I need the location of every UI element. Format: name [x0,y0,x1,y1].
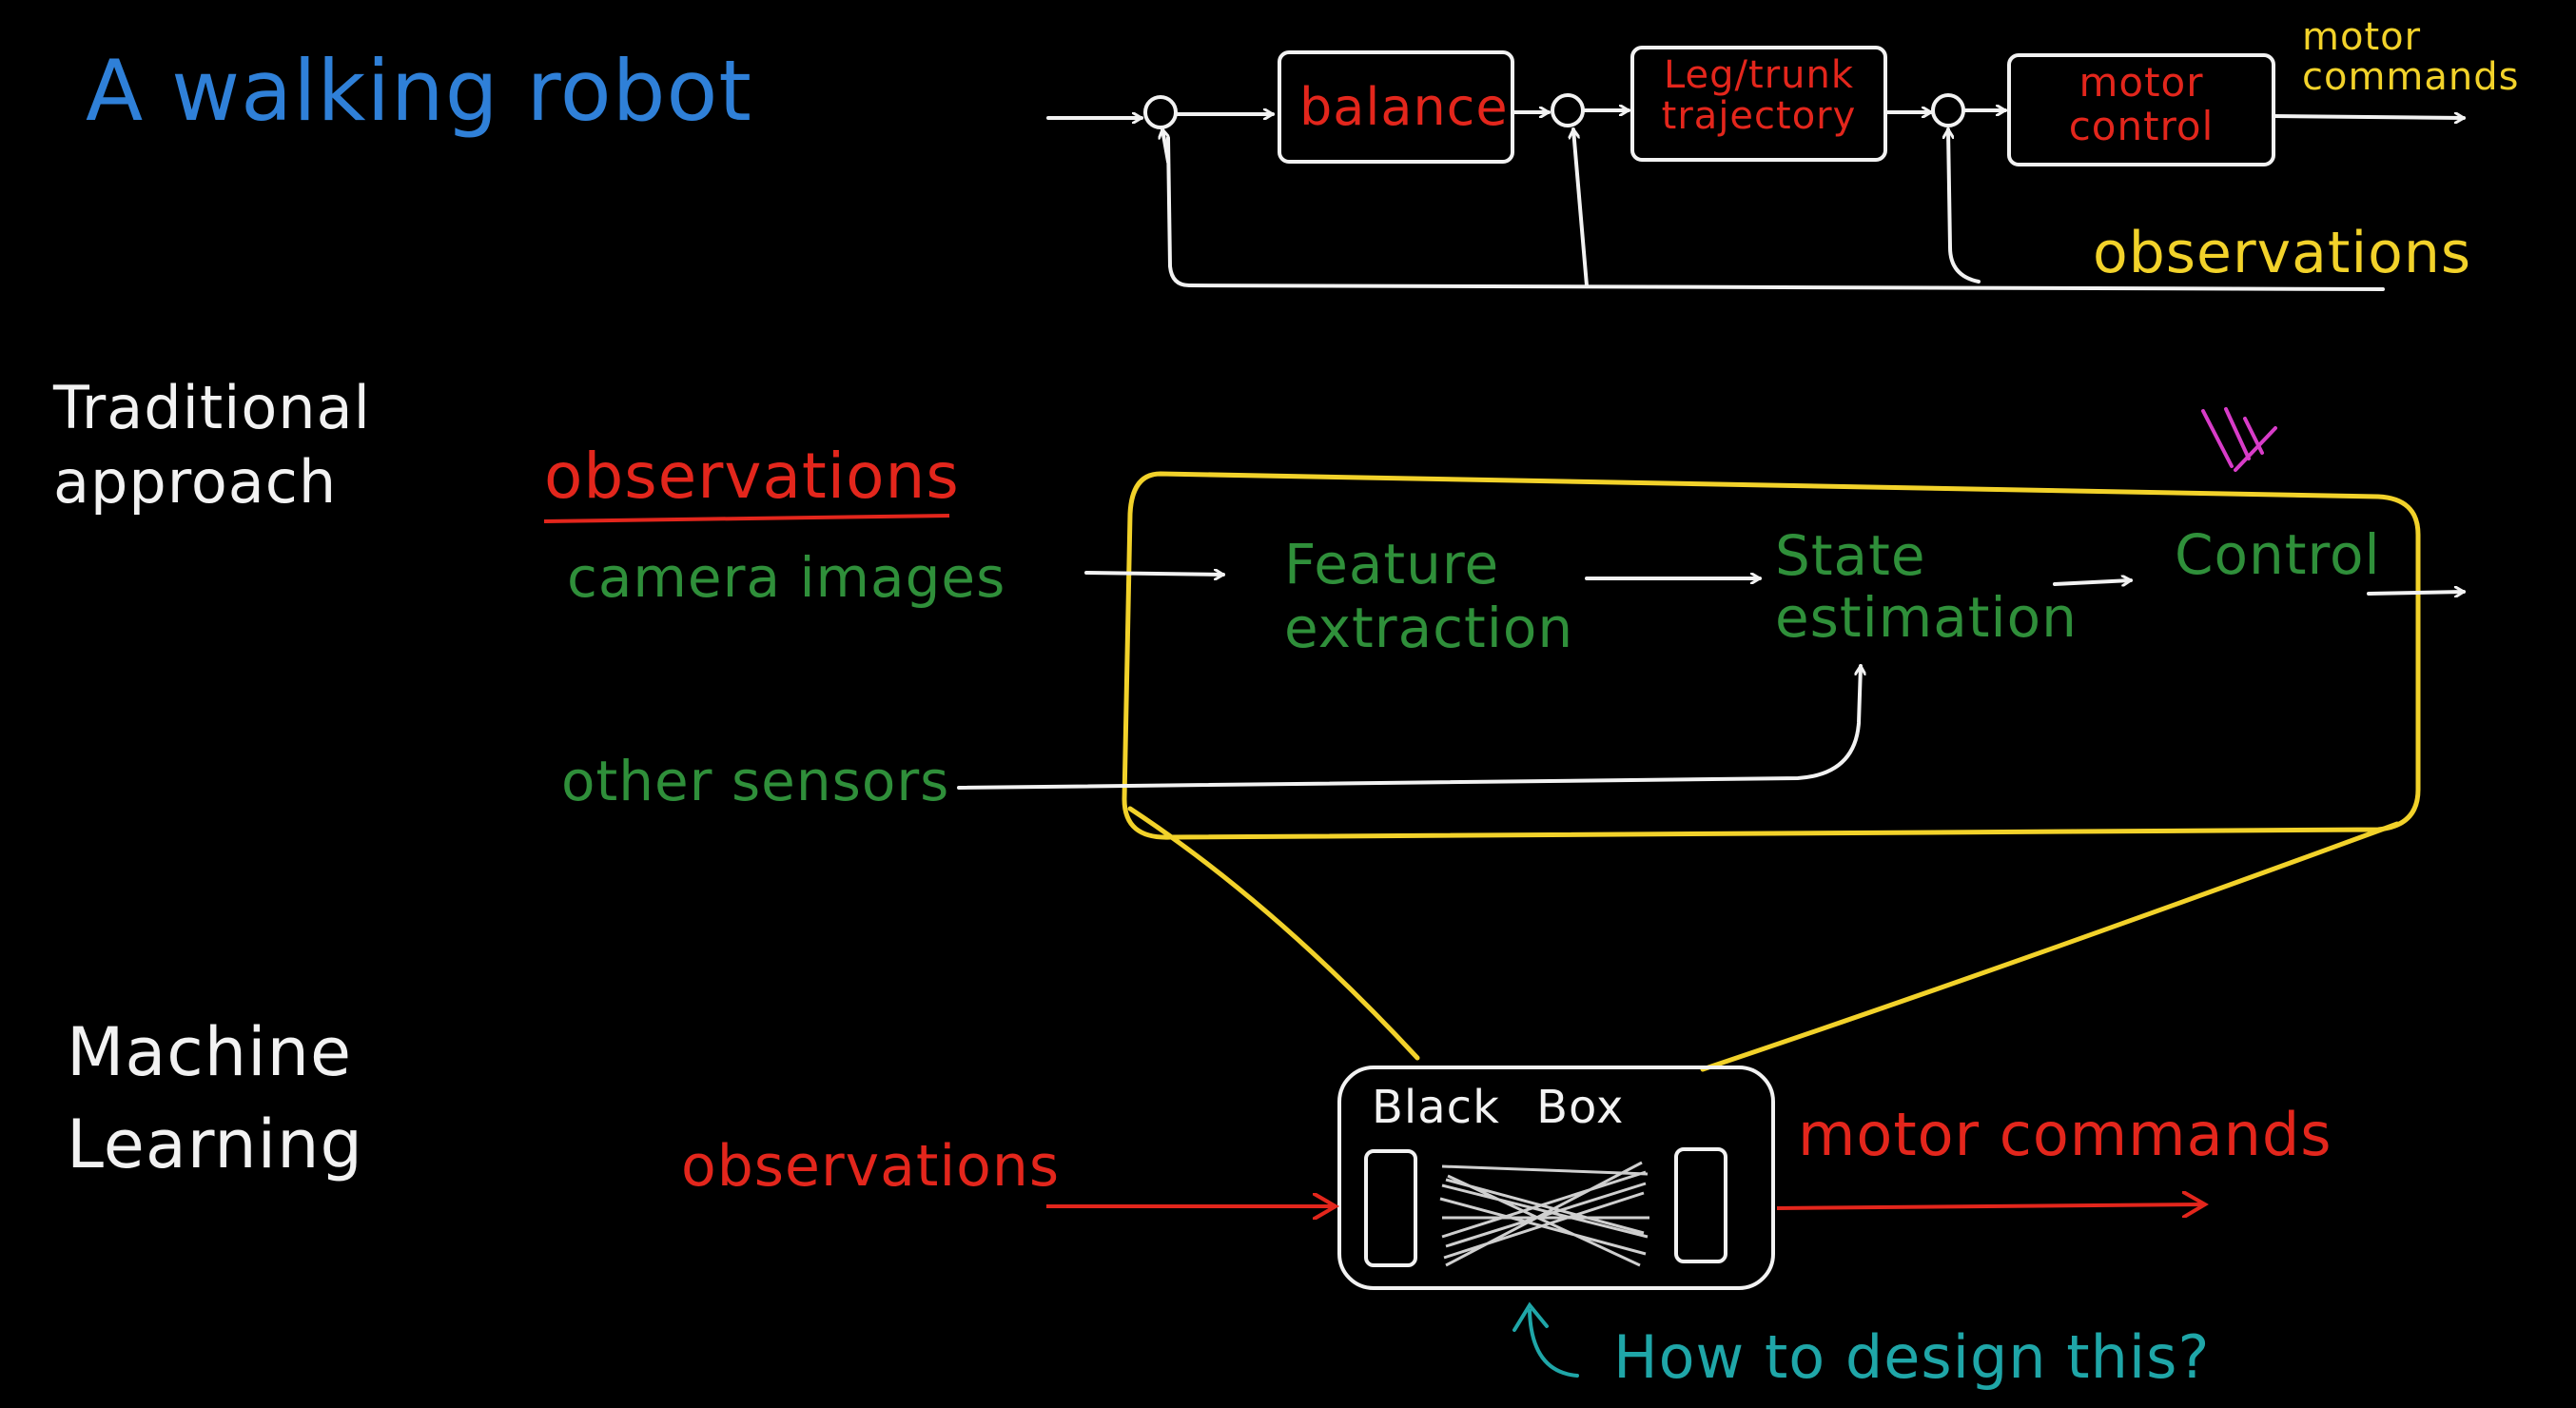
input-camera-images: camera images [567,545,1006,610]
stage-state-estimation: State estimation [1775,523,2078,650]
feedback-to-sum2 [1573,129,1589,287]
question-pointer-arrow [1512,1301,1579,1378]
traditional-arrows [957,573,2464,790]
control-highlight-arrows [2201,407,2277,472]
black-box-title: Black Box [1372,1081,1625,1134]
traditional-section-label: Traditional approach [53,373,371,517]
ml-input-label: observations [681,1133,1061,1200]
traditional-observations-heading: observations [544,440,960,513]
black-box-outline [1337,1066,1775,1290]
black-box-right-slot [1674,1147,1727,1263]
input-other-sensors: other sensors [561,749,950,813]
black-box [1337,1066,1775,1290]
feedback-line [1166,136,2385,291]
funnel-right [1700,821,2400,1072]
black-box-scribble [1439,1161,1649,1267]
top-control-loop [1046,93,2464,291]
feedback-to-sum3 [1948,129,1981,284]
balance-block [1278,50,1514,164]
ml-output-arrow [1776,1204,2205,1208]
top-output-label: motor commands [2302,15,2520,99]
stage-control: Control [2175,522,2381,587]
summing-junction-1 [1143,95,1178,129]
arrow-camera-to-feature [1084,573,1223,575]
black-box-left-slot [1364,1149,1417,1267]
top-blocks [1278,46,2275,166]
summing-junction-3 [1931,93,1965,127]
block-trajectory-label: Leg/trunk trajectory [1661,53,1857,139]
arrow-state-to-control [2053,580,2131,584]
observations-underline [543,514,950,523]
feedback-to-sum1 [1162,129,1170,164]
block-balance-label: balance [1299,77,1509,137]
output-arrow [2272,116,2464,118]
motor-control-block [2007,53,2275,166]
trajectory-block [1630,46,1887,162]
funnel-left [1127,806,1420,1061]
ml-section-label: Machine Learning [67,1013,363,1183]
arrow-sensors-to-state [957,666,1861,790]
ml-output-label: motor commands [1798,1100,2332,1169]
block-motor-control-label: motor control [2068,59,2215,150]
arrow-control-out [2367,592,2464,594]
top-feedback-label: observations [2093,220,2472,286]
stage-feature-extraction: Feature extraction [1284,532,1574,660]
page-title: A walking robot [86,42,752,140]
traditional-highlight [1122,471,2421,1072]
design-question: How to design this? [1613,1322,2211,1392]
summing-junction-2 [1551,93,1585,127]
